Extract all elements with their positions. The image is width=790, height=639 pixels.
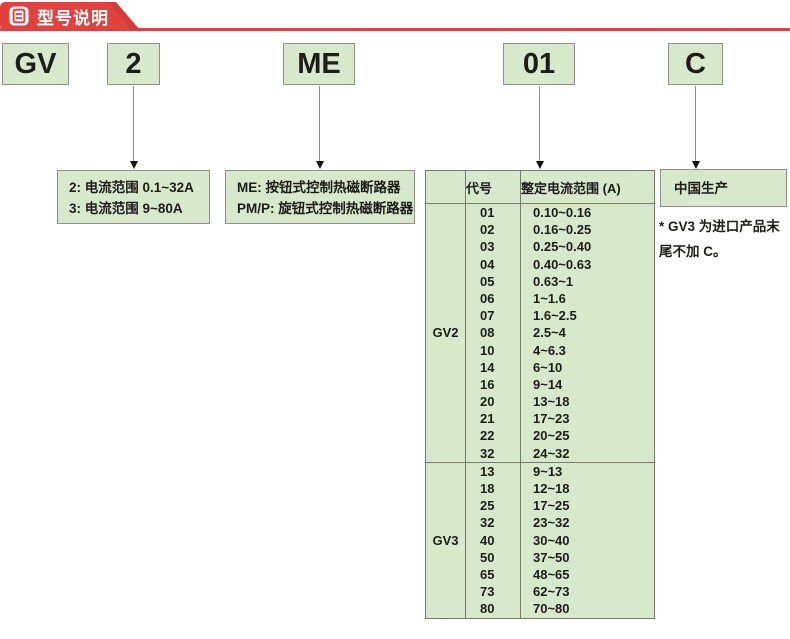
note-line: ME: 按钮式控制热磁断路器 <box>237 180 401 195</box>
banner-underline <box>0 28 790 31</box>
group-label: GV2 <box>425 203 466 463</box>
code-value: 21 <box>480 411 495 427</box>
control-type-note: ME: 按钮式控制热磁断路器 PM/P: 旋钮式控制热磁断路器 <box>225 170 415 224</box>
range-value: 9~13 <box>533 463 563 479</box>
arrow-down-current-code <box>535 86 544 169</box>
range-value: 0.16~0.25 <box>533 222 592 238</box>
code-box-gv: GV <box>2 43 69 85</box>
code-value: 32 <box>480 445 495 461</box>
code-value: 03 <box>480 239 495 255</box>
range-value: 4~6.3 <box>533 342 566 358</box>
range-value: 70~80 <box>533 601 570 617</box>
range-value: 12~18 <box>533 481 570 496</box>
code-value: 07 <box>480 308 495 324</box>
code-value: 50 <box>480 549 495 565</box>
range-value: 1.6~2.5 <box>533 308 577 324</box>
footnote: * GV3 为进口产品末尾不加 C。 <box>659 219 780 259</box>
code-value: 13 <box>480 463 495 479</box>
range-value: 17~23 <box>533 411 570 427</box>
code-value: 08 <box>480 325 495 341</box>
arrow-down-control-type <box>315 86 324 169</box>
code-value: 10 <box>480 342 495 358</box>
code-value: 06 <box>480 290 495 306</box>
table-header-code: 代号 <box>465 170 521 204</box>
code-value: 25 <box>480 498 495 514</box>
code-value: 01 <box>480 205 495 220</box>
code-value: 40 <box>480 532 495 548</box>
code-value: 05 <box>480 273 495 289</box>
range-value: 6~10 <box>533 359 563 375</box>
code-value: 80 <box>480 601 495 617</box>
arrow-down-origin <box>691 86 700 169</box>
code-value: 65 <box>480 566 495 582</box>
code-value: 02 <box>480 222 495 238</box>
range-value: 0.25~0.40 <box>533 239 592 255</box>
range-value: 13~18 <box>533 394 570 410</box>
range-value: 2.5~4 <box>533 325 566 341</box>
range-value: 1~1.6 <box>533 290 566 306</box>
note-line: 3: 电流范围 9~80A <box>69 201 183 216</box>
range-value: 0.40~0.63 <box>533 256 592 272</box>
code-value: 04 <box>480 256 495 272</box>
current-range-note: 2: 电流范围 0.1~32A 3: 电流范围 9~80A <box>57 170 210 224</box>
group-label: GV3 <box>425 461 466 619</box>
range-value: 0.10~0.16 <box>533 205 592 220</box>
range-value: 62~73 <box>533 584 570 600</box>
code-value: 32 <box>480 515 495 531</box>
document-icon <box>9 6 29 26</box>
range-value: 9~14 <box>533 376 563 392</box>
code-box-origin: C <box>668 43 723 85</box>
code-value: 18 <box>480 481 495 496</box>
code-value: 16 <box>480 376 495 392</box>
range-value: 20~25 <box>533 428 570 444</box>
table-header-row: 代号 整定电流范围 (A) <box>425 170 655 204</box>
origin-note: 中国生产 <box>660 169 787 207</box>
code-box-frame-size: 2 <box>107 43 160 85</box>
range-value: 24~32 <box>533 445 570 461</box>
range-value: 0.63~1 <box>533 273 574 289</box>
note-line: 2: 电流范围 0.1~32A <box>69 180 194 195</box>
range-value: 30~40 <box>533 532 570 548</box>
code-box-current-code: 01 <box>503 43 575 85</box>
code-value: 73 <box>480 584 495 600</box>
note-line: PM/P: 旋钮式控制热磁断路器 <box>237 201 414 216</box>
range-value: 17~25 <box>533 498 570 514</box>
range-value: 37~50 <box>533 549 570 565</box>
range-value: 48~65 <box>533 566 570 582</box>
table-header-range: 整定电流范围 (A) <box>520 170 655 204</box>
table-header-group <box>425 170 466 204</box>
code-value: 22 <box>480 428 495 444</box>
range-value: 23~32 <box>533 515 570 531</box>
banner-title: 型号说明 <box>37 8 109 28</box>
note-line: 中国生产 <box>674 180 728 196</box>
code-value: 20 <box>480 394 495 410</box>
code-value: 14 <box>480 359 495 375</box>
code-box-control-type: ME <box>283 43 355 85</box>
arrow-down-frame-size <box>129 86 138 169</box>
